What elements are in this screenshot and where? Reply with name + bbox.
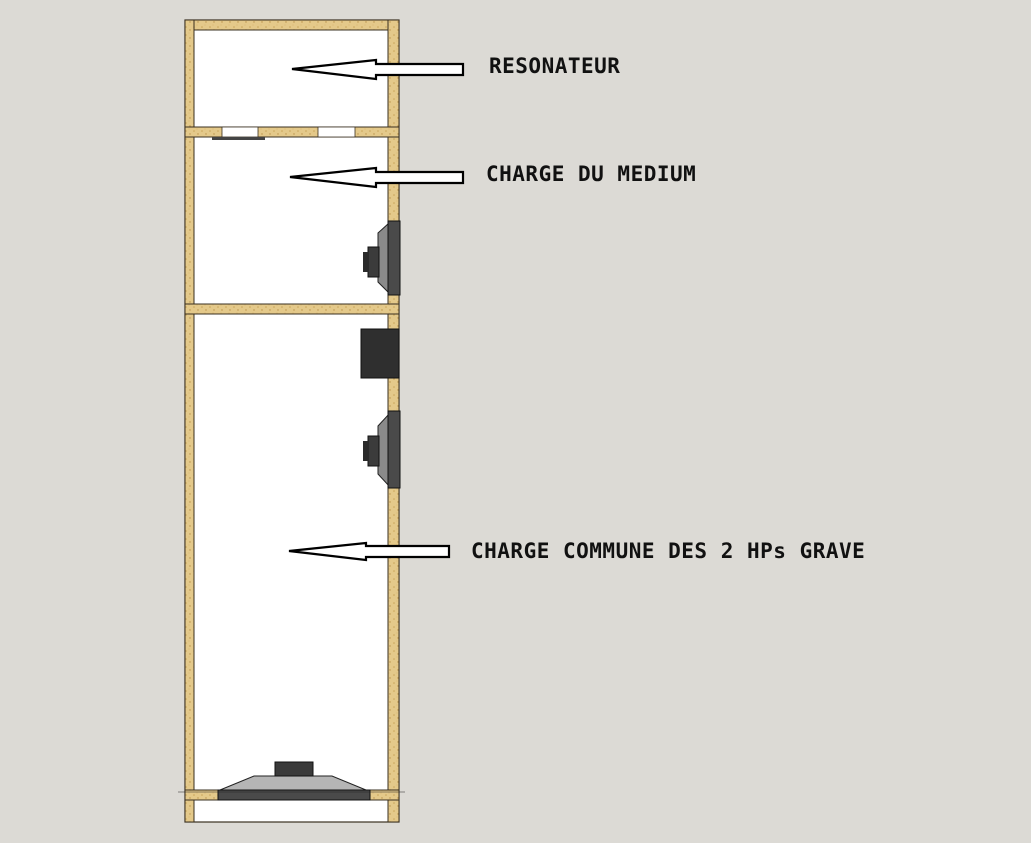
arrow-grave	[288, 541, 451, 562]
bass-magnet-block	[360, 328, 400, 379]
resonator-port-right	[317, 126, 356, 138]
resonator-shelf	[184, 126, 400, 138]
cabinet-interior	[184, 19, 400, 823]
arrow-resonateur	[291, 58, 465, 81]
bass-driver-side	[363, 410, 401, 489]
label-charge-grave: CHARGE COMMUNE DES 2 HPs GRAVE	[471, 539, 866, 563]
medium-driver	[363, 220, 401, 296]
label-resonateur: RESONATEUR	[489, 54, 621, 78]
resonator-port-left	[221, 126, 259, 138]
arrow-medium	[289, 166, 465, 189]
top-panel	[184, 19, 400, 31]
label-charge-medium: CHARGE DU MEDIUM	[486, 162, 697, 186]
bass-driver-bottom	[178, 761, 405, 801]
medium-shelf	[184, 303, 400, 315]
left-panel	[184, 19, 195, 823]
port-flange	[212, 137, 265, 140]
